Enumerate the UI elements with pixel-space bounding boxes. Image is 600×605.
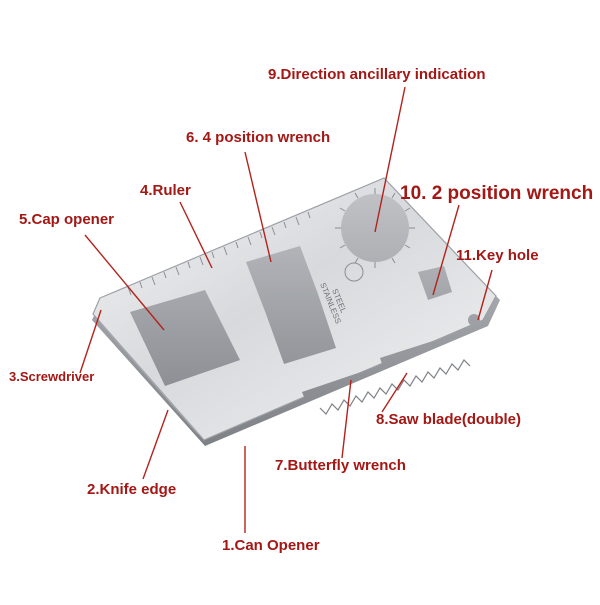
- label-cap-opener: 5.Cap opener: [19, 211, 115, 228]
- leader-ruler: [179, 201, 213, 269]
- ruler-ticks: [127, 211, 311, 296]
- label-four-position-wrench: 6. 4 position wrench: [186, 129, 331, 146]
- label-can-opener: 1.Can Opener: [222, 537, 320, 554]
- leader-direction: [374, 86, 406, 233]
- label-screwdriver: 3.Screwdriver: [9, 369, 95, 384]
- card-face: [92, 177, 497, 441]
- label-knife-edge: 2.Knife edge: [87, 481, 177, 498]
- label-saw-blade: 8.Saw blade(double): [376, 411, 522, 428]
- leader-lines: [79, 86, 493, 533]
- leader-knife-edge: [142, 409, 169, 480]
- leader-key-hole: [477, 269, 493, 321]
- leader-two-position-wrench: [432, 204, 460, 296]
- leader-four-position-wrench: [244, 151, 272, 263]
- label-ruler: 4.Ruler: [140, 182, 191, 199]
- direction-marker: [344, 262, 364, 282]
- label-key-hole: 11.Key hole: [456, 247, 539, 264]
- direction-circle-ticks: [335, 188, 415, 268]
- knife-bevel: [95, 317, 199, 435]
- leader-screwdriver: [79, 309, 102, 374]
- label-direction-indication: 9.Direction ancillary indication: [268, 66, 486, 83]
- leader-butterfly-wrench: [341, 379, 352, 459]
- label-butterfly-wrench: 7.Butterfly wrench: [275, 457, 406, 474]
- leader-saw-blade: [381, 372, 408, 413]
- label-two-position-wrench: 10. 2 position wrench: [400, 183, 594, 204]
- saw-teeth: [319, 359, 471, 415]
- leader-cap-opener: [84, 234, 165, 331]
